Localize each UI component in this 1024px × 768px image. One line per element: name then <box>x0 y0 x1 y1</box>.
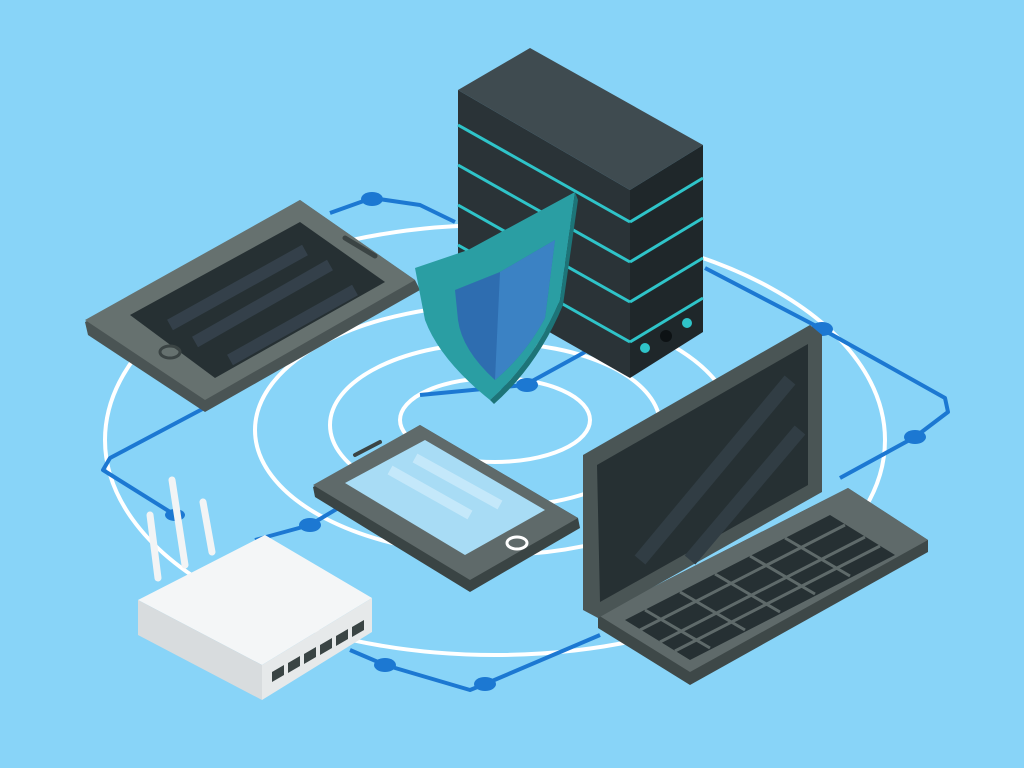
antenna <box>199 498 216 556</box>
network-node-icon <box>374 658 396 672</box>
network-node-icon <box>474 677 496 691</box>
network-line <box>704 266 950 480</box>
network-node-icon <box>299 518 321 532</box>
network-line <box>101 403 211 517</box>
network-line <box>329 196 456 224</box>
router-icon <box>138 476 372 700</box>
laptop-icon <box>583 325 928 685</box>
network-node-icon <box>516 378 538 392</box>
antenna <box>168 476 189 569</box>
network-line <box>349 633 601 692</box>
tablet-icon <box>85 200 420 412</box>
smartphone-icon <box>313 425 580 592</box>
shield-icon <box>415 192 578 404</box>
antenna <box>146 511 162 582</box>
network-node-icon <box>904 430 926 444</box>
network-node-icon <box>361 192 383 206</box>
